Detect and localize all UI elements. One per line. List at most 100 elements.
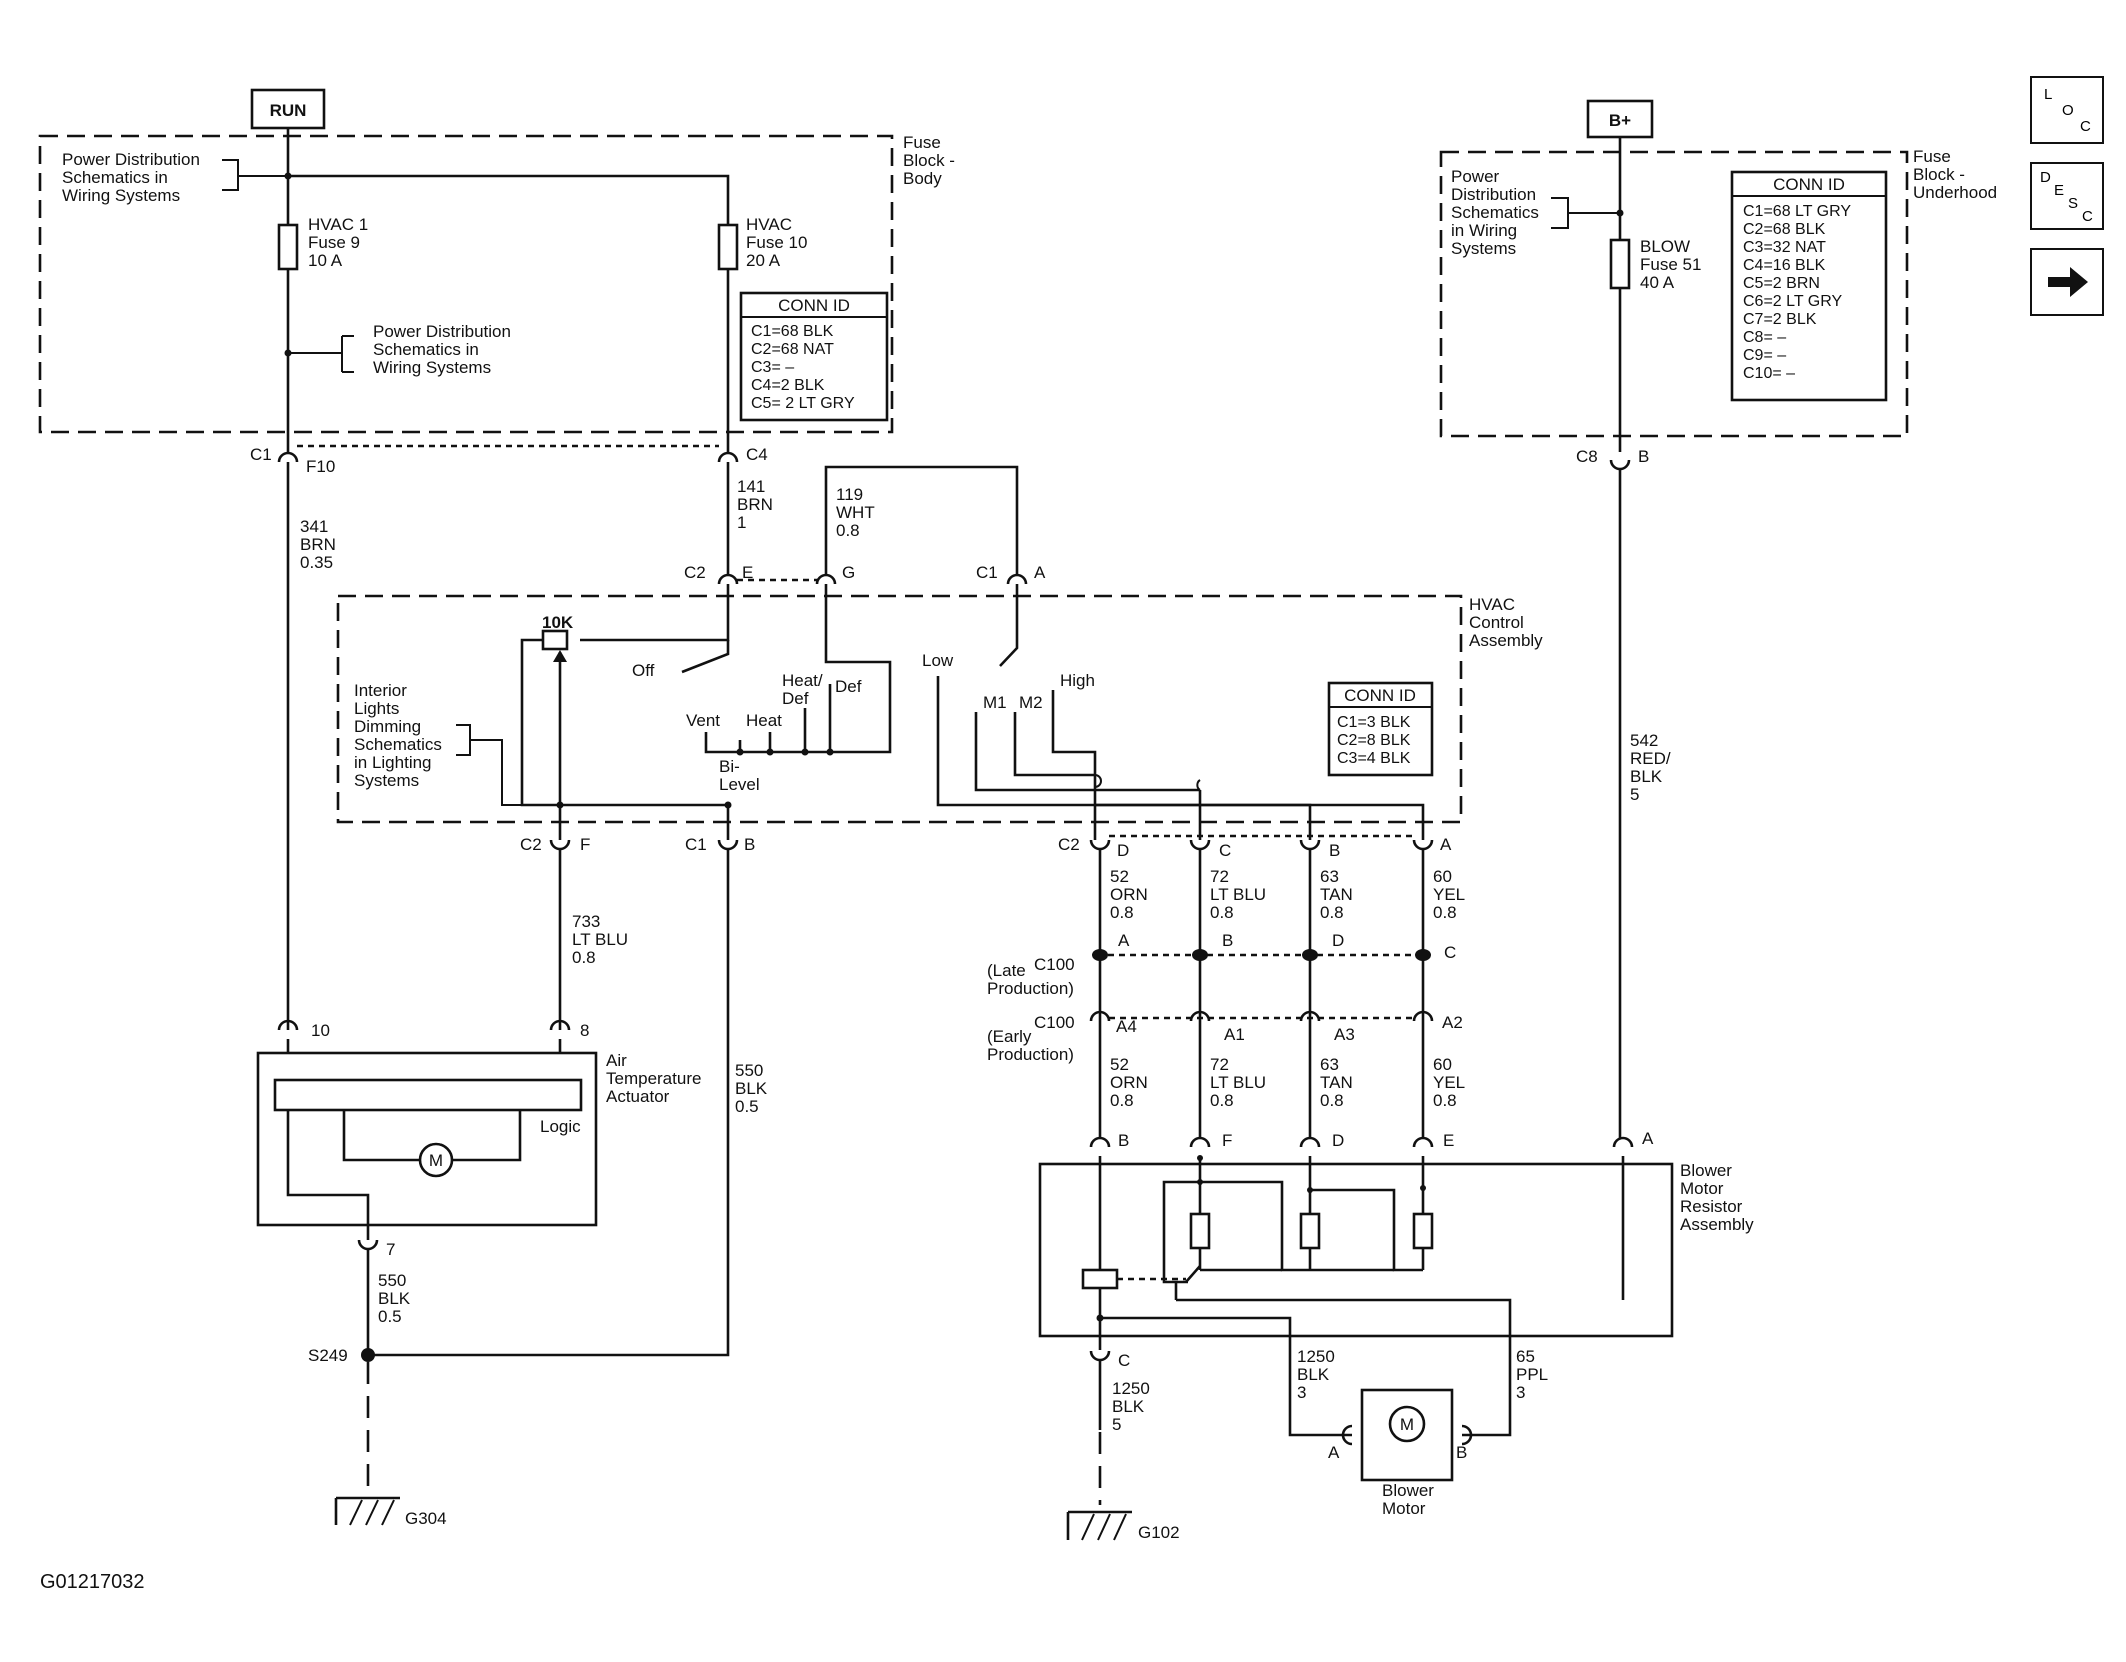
connector-c1-c4: C1 F10 C4 bbox=[250, 444, 768, 476]
uh-pd-ref-5: Systems bbox=[1451, 239, 1516, 258]
desc-letter: C bbox=[2082, 208, 2093, 225]
conn-id-uh-row: C8= – bbox=[1743, 329, 1786, 346]
fan-upper-num: 52 bbox=[1110, 867, 1129, 886]
interior-ref-3: Dimming bbox=[354, 717, 421, 736]
conn-id-uh-row: C1=68 LT GRY bbox=[1743, 203, 1851, 220]
fan-upper-color: YEL bbox=[1433, 885, 1465, 904]
fan-lower-num: 72 bbox=[1210, 1055, 1229, 1074]
connector-c100-late: C100 (Late Production) A B D C bbox=[987, 931, 1456, 998]
conn-c2-bot: C2 bbox=[520, 835, 542, 854]
ground-g304: G304 bbox=[334, 1496, 447, 1528]
wire-1250a-gauge: 3 bbox=[1297, 1383, 1306, 1402]
pd-ref-top-2: Schematics in bbox=[62, 168, 168, 187]
fuse1-name: HVAC 1 bbox=[308, 215, 368, 234]
wire-65-color: PPL bbox=[1516, 1365, 1548, 1384]
actuator-motor: M bbox=[429, 1151, 443, 1170]
loc-button[interactable]: L O C bbox=[2030, 76, 2104, 144]
conn-id-uh-row: C4=16 BLK bbox=[1743, 257, 1826, 274]
mode-def: Def bbox=[835, 677, 862, 696]
actuator-title-1: Air bbox=[606, 1051, 627, 1070]
fan-upper-gauge: 0.8 bbox=[1433, 903, 1457, 922]
air-temperature-actuator: 10 8 M Logic Air Temperature Actuator 7 bbox=[256, 1019, 701, 1259]
conn-id-uh-row: C6=2 LT GRY bbox=[1743, 293, 1842, 310]
resistor-title-2: Motor bbox=[1680, 1179, 1724, 1198]
pd-ref-mid-2: Schematics in bbox=[373, 340, 479, 359]
conn-c4-body: C4 bbox=[746, 445, 768, 464]
fuse1-amp: 10 A bbox=[308, 251, 343, 270]
early-pin: A3 bbox=[1334, 1025, 1355, 1044]
resistor-pin: D bbox=[1332, 1131, 1344, 1150]
mode-heat-def-1: Heat/ bbox=[782, 671, 823, 690]
conn-id-body-row: C3= – bbox=[751, 359, 794, 376]
early-prod-2: Production) bbox=[987, 1045, 1074, 1064]
pin-c: C bbox=[1219, 841, 1231, 860]
fan-lower-gauge: 0.8 bbox=[1210, 1091, 1234, 1110]
wire-341-num: 341 bbox=[300, 517, 328, 536]
conn-id-uh-header: CONN ID bbox=[1773, 175, 1845, 194]
conn-c1-top: C1 bbox=[976, 563, 998, 582]
fuse-block-body: Fuse Block - Body Power Distribution Sch… bbox=[38, 128, 955, 452]
blower-motor: M A B Blower Motor bbox=[1328, 1388, 1473, 1518]
conn-id-uh-row: C5=2 BRN bbox=[1743, 275, 1820, 292]
hvac-title-3: Assembly bbox=[1469, 631, 1543, 650]
pin-f: F bbox=[580, 835, 590, 854]
fuse-block-uh-title-3: Underhood bbox=[1913, 183, 1997, 202]
wire-119-color: WHT bbox=[836, 503, 875, 522]
resistor-pin: E bbox=[1443, 1131, 1454, 1150]
late-prod-1: (Late bbox=[987, 961, 1026, 980]
wire-550a-color: BLK bbox=[735, 1079, 768, 1098]
wire-550b-gauge: 0.5 bbox=[378, 1307, 402, 1326]
bplus-label: B+ bbox=[1609, 111, 1631, 130]
blower-motor-symbol: M bbox=[1400, 1415, 1414, 1434]
conn-id-table-underhood: CONN ID C1=68 LT GRY C2=68 BLK C3=32 NAT… bbox=[1730, 170, 1888, 402]
resistor-title-3: Resistor bbox=[1680, 1197, 1743, 1216]
motor-pin-b: B bbox=[1456, 1443, 1467, 1462]
fan-upper-color: TAN bbox=[1320, 885, 1353, 904]
fan-wire-labels-lower: 52 ORN 0.8 72 LT BLU 0.8 63 TAN 0.8 60 Y… bbox=[1110, 1055, 1465, 1110]
resistor-pin-c: C bbox=[1118, 1351, 1130, 1370]
conn-id-hvac-row: C2=8 BLK bbox=[1337, 732, 1411, 749]
pd-ref-top-1: Power Distribution bbox=[62, 150, 200, 169]
fuse-block-underhood: Fuse Block - Underhood Power Distributio… bbox=[1439, 137, 1997, 452]
uh-pd-ref-2: Distribution bbox=[1451, 185, 1536, 204]
desc-letter: D bbox=[2040, 169, 2051, 186]
blower-motor-title-1: Blower bbox=[1382, 1481, 1434, 1500]
wire-733-color: LT BLU bbox=[572, 930, 628, 949]
blower-motor-title-2: Motor bbox=[1382, 1499, 1426, 1518]
early-pin: A1 bbox=[1224, 1025, 1245, 1044]
bplus-power-source: B+ bbox=[1586, 99, 1654, 139]
conn-c2-fan: C2 bbox=[1058, 835, 1080, 854]
hvac-control-assembly: HVAC Control Assembly 10K Interior Light… bbox=[336, 584, 1543, 840]
fan-upper-num: 72 bbox=[1210, 867, 1229, 886]
fan-lower-gauge: 0.8 bbox=[1433, 1091, 1457, 1110]
fan-m2: M2 bbox=[1019, 693, 1043, 712]
resistor-pin-a: A bbox=[1642, 1129, 1654, 1148]
conn-id-hvac-row: C1=3 BLK bbox=[1337, 714, 1411, 731]
conn-c8: C8 bbox=[1576, 447, 1598, 466]
conn-id-table-hvac: CONN ID C1=3 BLK C2=8 BLK C3=4 BLK bbox=[1327, 681, 1434, 777]
uh-pd-ref-4: in Wiring bbox=[1451, 221, 1517, 240]
hvac-top-connectors: C2 E G C1 A bbox=[684, 563, 1046, 585]
conn-id-body-row: C2=68 NAT bbox=[751, 341, 834, 358]
ground-g304-label: G304 bbox=[405, 1509, 447, 1528]
interior-ref-6: Systems bbox=[354, 771, 419, 790]
fan-connector-c2: C2 D C B A bbox=[1058, 834, 1452, 860]
mode-vent: Vent bbox=[686, 711, 720, 730]
fuse2-num: Fuse 10 bbox=[746, 233, 807, 252]
uh-fuse-amp: 40 A bbox=[1640, 273, 1675, 292]
pd-ref-mid-3: Wiring Systems bbox=[373, 358, 491, 377]
next-button[interactable] bbox=[2030, 248, 2104, 316]
fan-upper-gauge: 0.8 bbox=[1110, 903, 1134, 922]
desc-button[interactable]: D E S C bbox=[2030, 162, 2104, 230]
run-label: RUN bbox=[270, 101, 307, 120]
wire-1250a-num: 1250 bbox=[1297, 1347, 1335, 1366]
loc-letter: C bbox=[2080, 118, 2091, 135]
wire-550b-color: BLK bbox=[378, 1289, 411, 1308]
c100-early-label: C100 bbox=[1034, 1013, 1075, 1032]
wire-1250b-color: BLK bbox=[1112, 1397, 1145, 1416]
early-prod-1: (Early bbox=[987, 1027, 1032, 1046]
fuse-block-body-title-1: Fuse bbox=[903, 133, 941, 152]
fuse1-num: Fuse 9 bbox=[308, 233, 360, 252]
